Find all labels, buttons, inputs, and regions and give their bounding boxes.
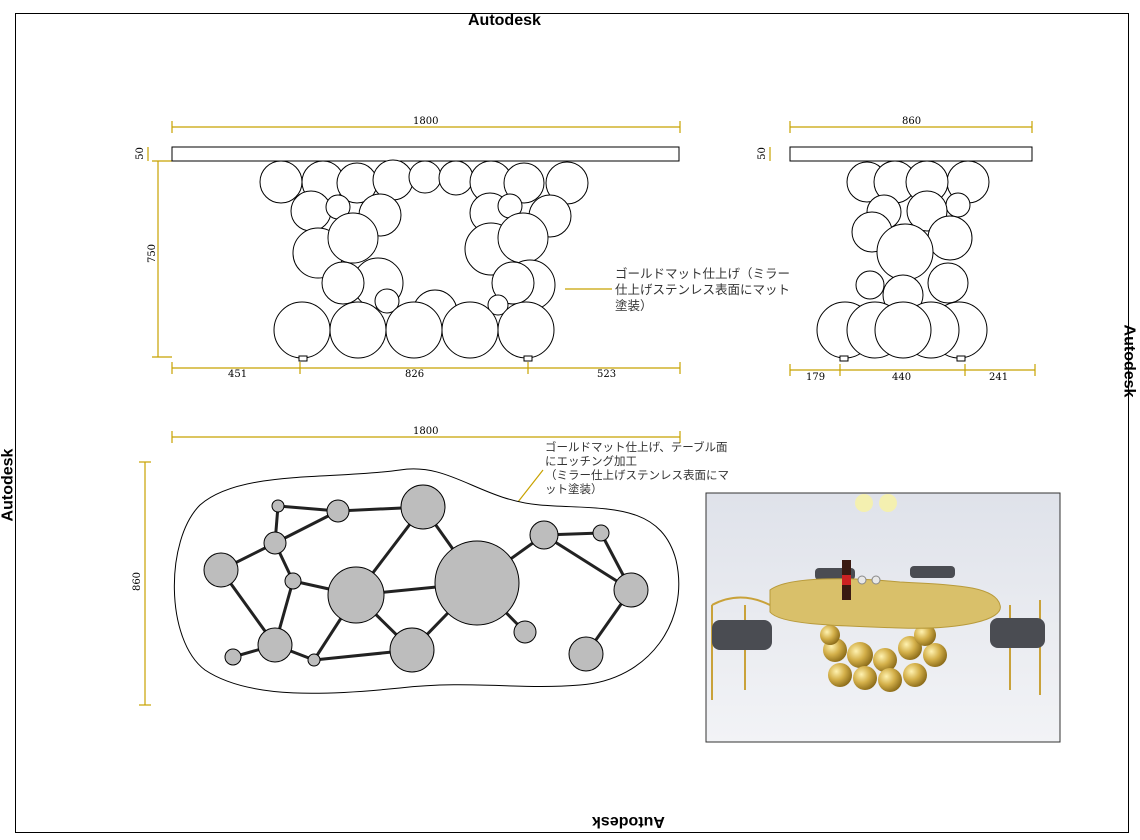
side-view bbox=[789, 146, 1033, 362]
front-top-thickness-dim: 50 bbox=[134, 147, 146, 160]
note-line: （ミラー仕上げステンレス表面にマ bbox=[545, 468, 729, 482]
top-material-note: ゴールドマット仕上げ、テーブル面 にエッチング加工 （ミラー仕上げステンレス表面… bbox=[545, 440, 729, 496]
render-photo bbox=[705, 492, 1061, 743]
front-bottom-dim-left: 451 bbox=[228, 369, 248, 380]
front-view bbox=[171, 146, 680, 362]
drawing-frame bbox=[15, 13, 1129, 833]
note-line: にエッチング加工 bbox=[545, 454, 637, 468]
note-line: ゴールドマット仕上げ、テーブル面 bbox=[545, 440, 728, 454]
side-bottom-dim-right: 241 bbox=[989, 372, 1009, 383]
front-width-dim: 1800 bbox=[413, 116, 439, 127]
front-bottom-dim-right: 523 bbox=[597, 369, 617, 380]
side-bottom-dim-center: 440 bbox=[892, 372, 912, 383]
watermark-top: Autodesk bbox=[468, 12, 541, 29]
note-line: ット塗装） bbox=[545, 482, 603, 496]
top-view bbox=[173, 468, 680, 694]
note-line: 塗装） bbox=[615, 298, 653, 313]
note-line: 仕上げステンレス表面にマット bbox=[615, 282, 791, 297]
top-width-dim: 1800 bbox=[413, 426, 439, 437]
dimension-lines bbox=[139, 121, 1036, 706]
front-height-dim: 750 bbox=[147, 243, 159, 264]
front-bottom-dim-center: 826 bbox=[405, 369, 425, 380]
note-line: ゴールドマット仕上げ（ミラー bbox=[615, 266, 791, 281]
side-bottom-dim-left: 179 bbox=[806, 372, 826, 383]
top-depth-dim: 860 bbox=[132, 571, 144, 592]
side-top-thickness-dim: 50 bbox=[756, 147, 768, 160]
side-width-dim: 860 bbox=[902, 116, 922, 127]
front-material-note: ゴールドマット仕上げ（ミラー 仕上げステンレス表面にマット 塗装） bbox=[615, 266, 790, 314]
